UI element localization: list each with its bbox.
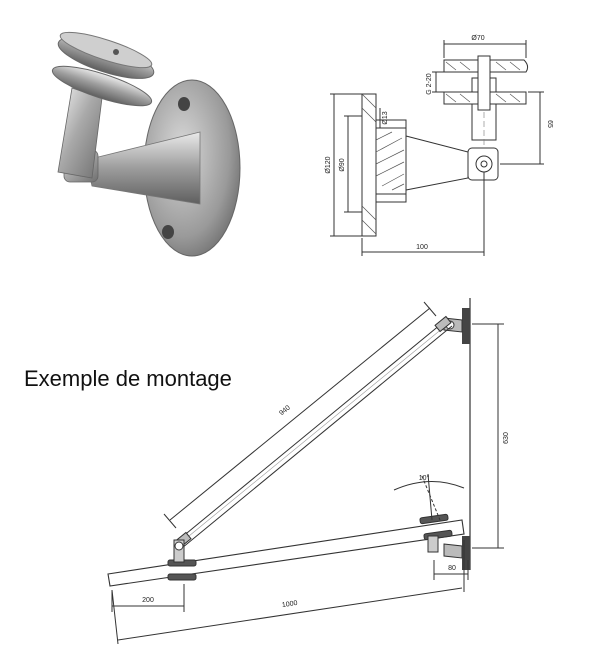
- tension-rod: [175, 319, 453, 549]
- montage-caption: Exemple de montage: [24, 366, 232, 391]
- glass-pane: [107, 519, 465, 587]
- dim-height: 630: [503, 432, 510, 444]
- dim-length: 100: [416, 244, 428, 251]
- dim-rod-length: 940: [278, 404, 292, 417]
- dim-glass-length: 1000: [282, 600, 299, 609]
- dim-offset: 80: [448, 565, 456, 572]
- dim-overhang: 200: [142, 597, 154, 604]
- dim-hole: Ø13: [382, 111, 389, 124]
- dim-disc-diameter: Ø70: [471, 35, 484, 42]
- dim-base-outer: Ø120: [325, 156, 332, 173]
- dim-base-inner: Ø90: [339, 158, 346, 171]
- dim-height: 65: [546, 120, 553, 128]
- dim-angle: 10°: [419, 474, 430, 482]
- dim-glass-thickness: G 2-20: [426, 73, 433, 95]
